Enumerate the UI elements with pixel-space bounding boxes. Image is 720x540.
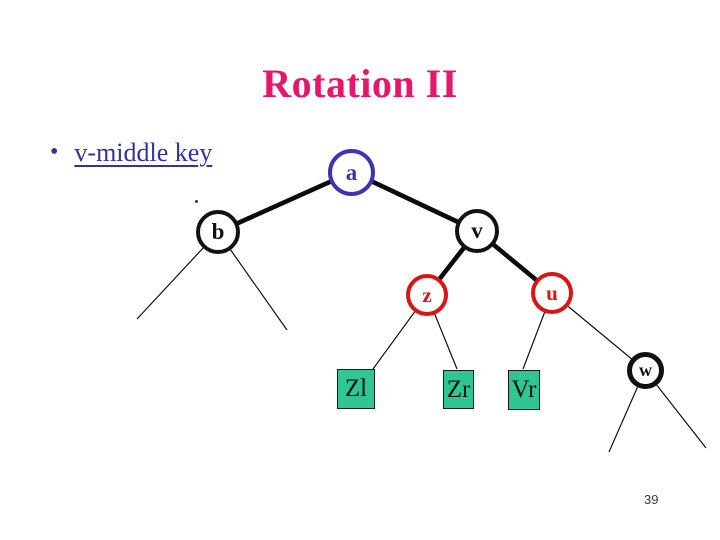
tree-node-v: v: [455, 209, 499, 253]
tree-leaf-Zl: Zl: [337, 369, 375, 409]
tree-leaf-Zr: Zr: [443, 370, 474, 409]
tree-node-u: u: [531, 272, 573, 314]
stray-dot: [195, 200, 198, 203]
bullet-marker: •: [50, 139, 59, 165]
tree-node-w: w: [627, 352, 664, 389]
tree-node-b: b: [196, 210, 240, 254]
bullet-text: v-middle key: [74, 138, 213, 167]
tree-leaf-Vr: Vr: [508, 370, 540, 410]
tree-node-a: a: [328, 149, 375, 196]
slide-title: Rotation II: [262, 61, 458, 106]
page-number: 39: [644, 492, 659, 507]
tree-node-z: z: [406, 274, 448, 316]
bullet-item: • v-middle key: [50, 138, 212, 168]
